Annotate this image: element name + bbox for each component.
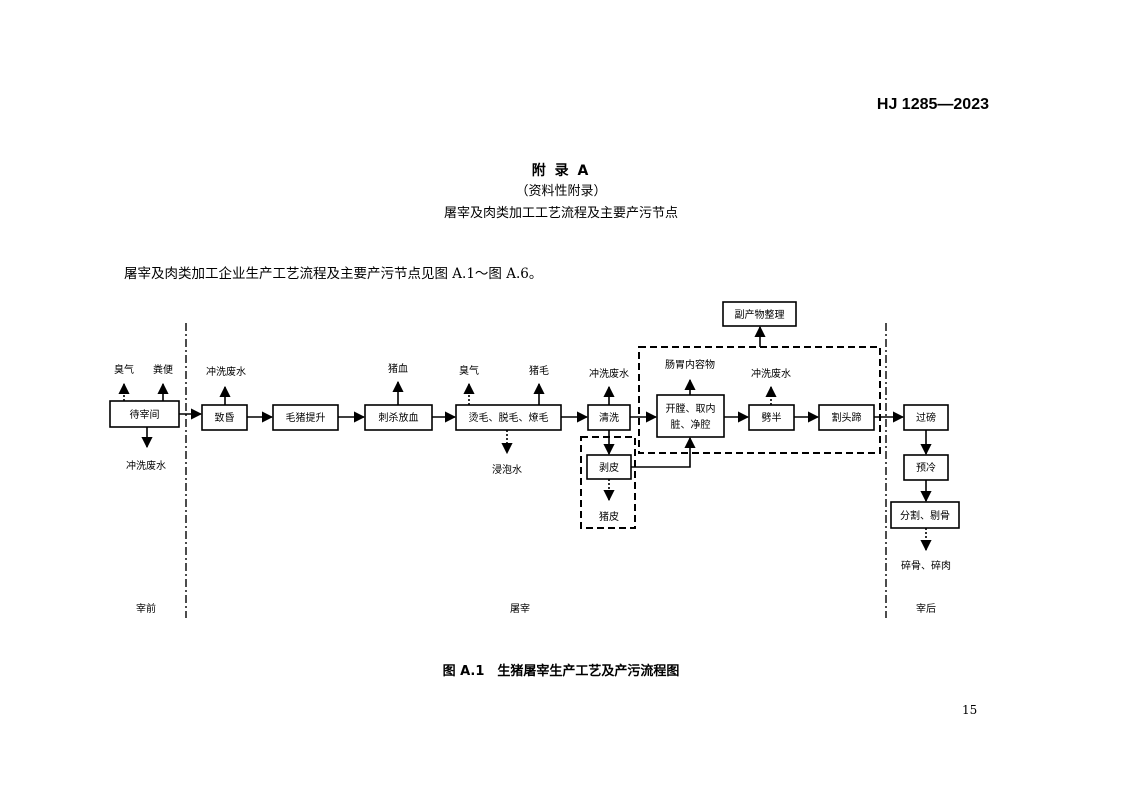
evisceration-label-line2: 脏、净腔 [671, 418, 711, 431]
figure-caption: 图 A.1 生猪屠宰生产工艺及产污流程图 [442, 664, 680, 679]
output-washwater-split: 冲洗废水 [751, 367, 791, 380]
output-soak-water: 浸泡水 [492, 463, 522, 476]
standard-number: HJ 1285—2023 [876, 96, 989, 113]
output-washwater-holding: 冲洗废水 [126, 459, 166, 472]
output-odor-holding: 臭气 [114, 363, 134, 376]
skinning-label: 剥皮 [599, 461, 619, 474]
skinning-group-box [580, 436, 636, 529]
hoist-box [272, 404, 339, 431]
holding-box [109, 400, 180, 428]
appendix-type: （资料性附录） [515, 184, 607, 199]
precool-label: 预冷 [916, 461, 936, 474]
output-pigskin: 猪皮 [599, 510, 619, 523]
flow-arrow [631, 436, 696, 468]
evisceration-group-box [638, 346, 881, 454]
output-hair: 猪毛 [529, 365, 549, 377]
intro-paragraph: 屠宰及肉类加工企业生产工艺流程及主要产污节点见图 A.1～图 A.6。 [124, 266, 543, 282]
stage-label-post: 宰后 [916, 602, 936, 615]
splitting-label: 劈半 [762, 411, 782, 424]
output-gut-contents: 肠胃内容物 [665, 358, 715, 371]
holding-label: 待宰间 [130, 408, 160, 421]
output-odor-scald: 臭气 [459, 364, 479, 377]
output-washwater-stunning: 冲洗废水 [206, 365, 246, 378]
stage-label-pre: 宰前 [136, 602, 156, 615]
stunning-label: 致昏 [215, 411, 235, 424]
cutting-label: 分割、剔骨 [900, 509, 950, 522]
hoist-label: 毛猪提升 [286, 412, 326, 424]
trimming-label: 割头蹄 [832, 411, 862, 424]
output-blood: 猪血 [388, 362, 408, 375]
wash-label: 清洗 [599, 411, 619, 424]
scald-box [455, 404, 562, 431]
appendix-title: 附 录 A [531, 163, 591, 179]
stage-label-slaughter: 屠宰 [510, 602, 530, 615]
page-number: 15 [962, 703, 978, 717]
output-bone-scraps: 碎骨、碎肉 [901, 559, 951, 572]
output-manure: 粪便 [153, 363, 173, 376]
sticking-label: 刺杀放血 [379, 411, 419, 424]
appendix-subtitle: 屠宰及肉类加工工艺流程及主要产污节点 [443, 206, 678, 221]
byproduct-label: 副产物整理 [735, 308, 785, 321]
evisceration-label-line1: 开膛、取内 [666, 402, 716, 415]
scald-label: 烫毛、脱毛、燎毛 [469, 411, 549, 424]
weighing-label: 过磅 [916, 411, 936, 424]
output-washwater-wash: 冲洗废水 [589, 367, 629, 380]
